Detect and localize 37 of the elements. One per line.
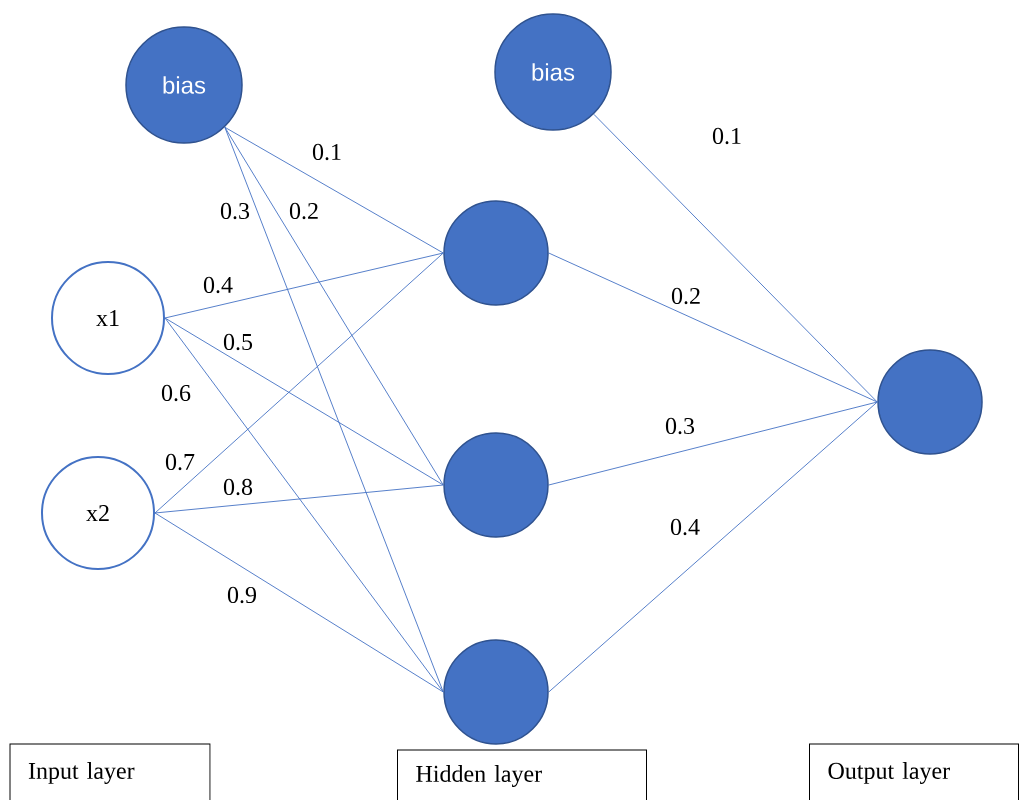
connection-line (164, 317, 444, 486)
weight-label: 0.5 (222, 332, 254, 352)
layer-label-box: Output layer (809, 743, 1019, 800)
connection-line (154, 252, 444, 514)
connection-line (154, 484, 444, 514)
connection-line (164, 317, 444, 693)
bias-node: bias (125, 26, 243, 144)
weight-label: 0.7 (164, 452, 196, 472)
neuron-node (443, 200, 549, 306)
connection-line (548, 252, 878, 403)
connection-line (154, 512, 444, 693)
connection-line (548, 401, 878, 693)
input-node: x1 (51, 261, 165, 375)
weight-label: 0.1 (311, 142, 343, 162)
neuron-node (877, 349, 983, 455)
neuron-node (443, 432, 549, 538)
connection-line (224, 126, 444, 693)
weight-label: 0.3 (219, 201, 251, 221)
connection-line (224, 126, 444, 254)
weight-label: 0.1 (711, 126, 743, 146)
neuron-node (443, 639, 549, 745)
connection-line (593, 113, 878, 403)
connection-line (224, 126, 444, 486)
bias-node: bias (494, 13, 612, 131)
weight-label: 0.6 (160, 383, 192, 403)
weight-label: 0.2 (288, 201, 320, 221)
connection-line (164, 252, 444, 319)
weight-label: 0.8 (222, 477, 254, 497)
input-node: x2 (41, 456, 155, 570)
weight-label: 0.9 (226, 585, 258, 605)
connection-line (548, 401, 878, 486)
weight-label: 0.4 (669, 517, 701, 537)
weight-label: 0.2 (670, 286, 702, 306)
layer-label-box: Hidden layer (397, 749, 647, 800)
weight-label: 0.4 (202, 275, 234, 295)
weight-label: 0.3 (664, 416, 696, 436)
layer-label-box: Input layer (9, 743, 211, 800)
